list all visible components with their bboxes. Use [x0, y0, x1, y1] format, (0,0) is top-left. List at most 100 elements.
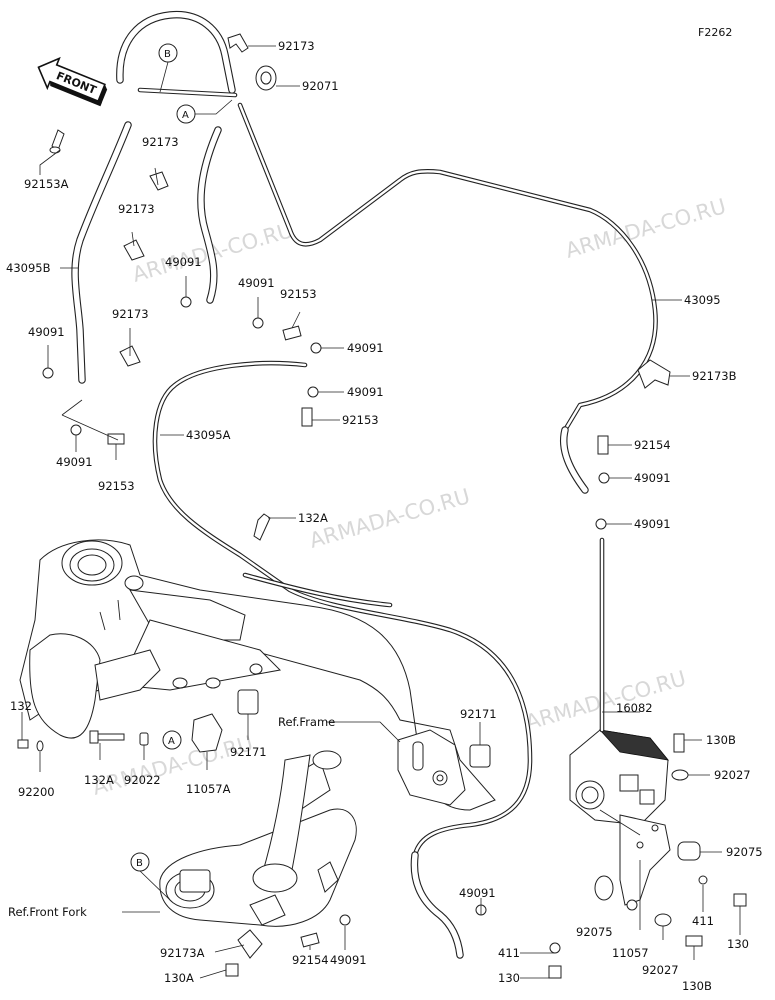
- label-411-a: 411: [692, 914, 714, 928]
- watermark-2: ARMADA-CO.RU: [307, 484, 473, 553]
- bolt-92153-c: [301, 407, 313, 427]
- callout-a-bottom-label: A: [168, 736, 175, 747]
- label-92075-a: 92075: [726, 845, 763, 859]
- label-92200: 92200: [18, 785, 55, 799]
- label-132A-top: 132A: [298, 511, 328, 525]
- label-49091-a: 49091: [165, 255, 202, 269]
- label-92071: 92071: [302, 79, 339, 93]
- watermark-1: ARMADA-CO.RU: [563, 194, 729, 263]
- brake-lines: [71, 10, 658, 959]
- label-49091-b: 49091: [238, 276, 275, 290]
- label-43095A: 43095A: [186, 428, 231, 442]
- washer-49091-c: [310, 342, 322, 354]
- grommet-92075-b: [594, 875, 614, 901]
- callout-b-top-label: B: [164, 49, 171, 60]
- label-92173-a: 92173: [142, 135, 179, 149]
- label-130B-a: 130B: [706, 733, 736, 747]
- label-92154-b: 92154: [292, 953, 329, 967]
- washer-49091-g: [598, 472, 610, 484]
- washer-411-b: [549, 942, 561, 954]
- washer-49091-h: [595, 518, 607, 530]
- label-92173-b: 92173: [118, 202, 155, 216]
- callouts: B A A B: [130, 43, 196, 872]
- label-92171-a: 92171: [230, 745, 267, 759]
- label-411-b: 411: [498, 946, 520, 960]
- label-130A: 130A: [164, 971, 194, 985]
- label-49091-e: 49091: [347, 385, 384, 399]
- washer-49091-d: [42, 367, 54, 379]
- label-49091-f: 49091: [56, 455, 93, 469]
- front-arrow-icon: FRONT: [37, 56, 108, 107]
- washer-92200: [36, 740, 44, 752]
- label-43095B: 43095B: [6, 261, 51, 275]
- damper-92171-a: [237, 689, 259, 715]
- callout-a-bottom: [162, 730, 182, 750]
- label-49091-h: 49091: [634, 517, 671, 531]
- callout-a-top-label: A: [182, 110, 189, 121]
- label-130-b: 130: [498, 971, 520, 985]
- callout-b-bottom-label: B: [136, 858, 143, 869]
- label-49091-d: 49091: [347, 341, 384, 355]
- bolt-130-b: [548, 965, 562, 979]
- washer-411-a: [698, 875, 708, 885]
- clamp-92173-a: [149, 171, 169, 191]
- label-132: 132: [10, 699, 32, 713]
- label-92153-c: 92153: [98, 479, 135, 493]
- bracket-11057A: [191, 713, 223, 753]
- frame-reference: [19, 539, 496, 811]
- label-43095: 43095: [684, 293, 721, 307]
- label-92153-b: 92153: [342, 413, 379, 427]
- bolt-130B-b: [685, 935, 703, 947]
- label-92075-b: 92075: [576, 925, 613, 939]
- label-130-a: 130: [727, 937, 749, 951]
- label-92027-b: 92027: [642, 963, 679, 977]
- label-92153A: 92153A: [24, 177, 69, 191]
- front-fork-reference: [159, 750, 357, 927]
- label-92153-a: 92153: [280, 287, 317, 301]
- washer-49091-b: [252, 317, 264, 329]
- clip-92173A: [237, 929, 263, 959]
- bolt-132A-top: [253, 513, 271, 541]
- abs-unit: [569, 729, 671, 911]
- label-49091-c: 49091: [28, 325, 65, 339]
- grommet-92075-a: [677, 841, 701, 861]
- label-16082: 16082: [616, 701, 653, 715]
- bolt-92154-b: [300, 932, 320, 948]
- label-92173A: 92173A: [160, 946, 205, 960]
- label-11057A: 11057A: [186, 782, 231, 796]
- clamp-92173-top: [227, 33, 249, 53]
- watermark-4: ARMADA-CO.RU: [523, 666, 689, 735]
- label-92173B: 92173B: [692, 369, 737, 383]
- damper-92171-b: [469, 744, 491, 768]
- leader-lines: [21, 45, 741, 979]
- label-92022: 92022: [124, 773, 161, 787]
- label-ref-front-fork: Ref.Front Fork: [8, 905, 87, 919]
- label-11057: 11057: [612, 946, 649, 960]
- label-92173-top: 92173: [278, 39, 315, 53]
- bolt-130A: [225, 963, 239, 977]
- label-92171-b: 92171: [460, 707, 497, 721]
- washer-49091-a: [180, 296, 192, 308]
- label-49091-g: 49091: [634, 471, 671, 485]
- washer-49091-e: [307, 386, 319, 398]
- label-49091-j: 49091: [330, 953, 367, 967]
- label-92027-a: 92027: [714, 768, 751, 782]
- bolt-132: [17, 739, 29, 749]
- label-92173-c: 92173: [112, 307, 149, 321]
- bolt-92153-a: [282, 325, 302, 341]
- bolt-92154-a: [597, 435, 609, 455]
- washer-49091-f: [70, 424, 82, 436]
- label-130B-b: 130B: [682, 979, 712, 993]
- washer-49091-j: [339, 914, 351, 926]
- washer-92027-b: [654, 913, 672, 927]
- diagram-code: F2262: [698, 26, 732, 39]
- label-ref-frame: Ref.Frame: [278, 715, 335, 729]
- bolt-130B-a: [673, 733, 685, 753]
- clamp-92173-b: [123, 239, 145, 261]
- clip-92173B: [637, 359, 671, 389]
- collar-92022: [139, 732, 149, 746]
- bolt-130-a: [733, 893, 747, 907]
- label-132A: 132A: [84, 773, 114, 787]
- label-92154-a: 92154: [634, 438, 671, 452]
